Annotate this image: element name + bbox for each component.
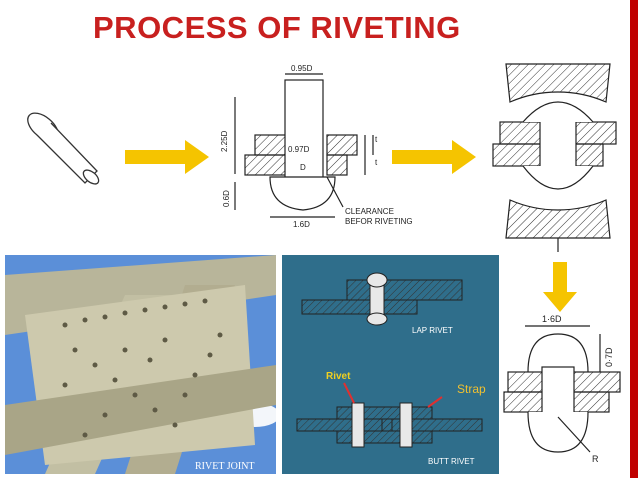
lap-butt-rivet-diagram: LAP RIVET Rivet Strap BUTT RIVET bbox=[296, 272, 486, 466]
clearance-label: CLEARANCE bbox=[345, 207, 394, 216]
dim-height-label: 2.25D bbox=[220, 130, 229, 152]
rivet-types-panel: LAP RIVET Rivet Strap BUTT RIVET bbox=[282, 255, 499, 474]
arrow-down bbox=[543, 262, 577, 312]
rivet-label: Rivet bbox=[326, 371, 351, 382]
strap-label: Strap bbox=[457, 382, 486, 396]
dim-base-label: 1.6D bbox=[293, 220, 310, 229]
rivet-joint-photo: RIVET JOINT bbox=[5, 255, 276, 474]
dim-t2-label: t bbox=[375, 158, 378, 167]
dim-shank-label: D bbox=[300, 163, 306, 172]
rivet-blank-illustration bbox=[27, 112, 100, 185]
rivet-before-diagram: 0.95D 2.25D 0.97D D 0.6D 1.6D t t CLEARA… bbox=[220, 64, 413, 229]
dim-mid-label: 0.97D bbox=[288, 145, 310, 154]
dim-head-label: 0.6D bbox=[222, 190, 231, 207]
right-accent-bar bbox=[630, 0, 638, 478]
width-dim-label: 1·6D bbox=[542, 314, 562, 324]
lap-rivet-label: LAP RIVET bbox=[412, 326, 453, 335]
riveting-dies-diagram bbox=[492, 63, 617, 252]
butt-rivet-label: BUTT RIVET bbox=[428, 457, 475, 466]
photo-caption: RIVET JOINT bbox=[195, 461, 255, 472]
slide-title: PROCESS OF RIVETING bbox=[93, 10, 461, 45]
arrow-right-1 bbox=[125, 140, 209, 174]
height-dim-label: 0·7D bbox=[604, 347, 614, 367]
bridge-gusset-plate-image bbox=[5, 255, 276, 474]
arrow-right-2 bbox=[392, 140, 476, 174]
formed-rivet-diagram: 1·6D 0·7D R bbox=[503, 314, 621, 464]
before-riveting-label: BEFOR RIVETING bbox=[345, 217, 413, 226]
dim-t1-label: t bbox=[375, 135, 378, 144]
radius-label: R bbox=[592, 454, 599, 464]
dim-top-label: 0.95D bbox=[291, 64, 313, 73]
